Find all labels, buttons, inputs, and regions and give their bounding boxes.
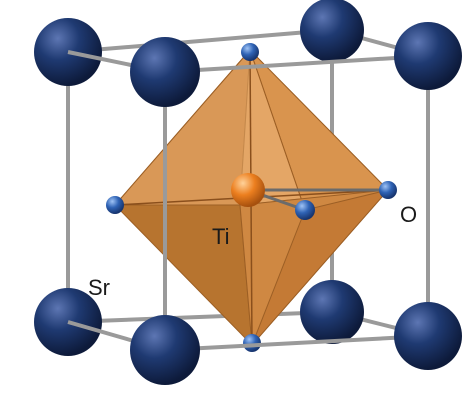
o-label: O [400, 202, 417, 227]
sr-atom [300, 0, 364, 62]
sr-atom [394, 22, 462, 90]
o-atom [106, 196, 124, 214]
sr-atom [300, 280, 364, 344]
sr-label: Sr [88, 275, 110, 300]
sr-atom [394, 302, 462, 370]
front-cell-edges [67, 50, 430, 352]
sr-atoms-front [130, 22, 462, 385]
sr-atom [130, 37, 200, 107]
o-atoms [106, 43, 397, 352]
o-atom [241, 43, 259, 61]
sr-atom [130, 315, 200, 385]
ti-label: Ti [212, 224, 230, 249]
o-atom [243, 334, 261, 352]
o-atom [295, 200, 315, 220]
o-atom [379, 181, 397, 199]
tio6-octahedron [113, 48, 390, 347]
ti-atom [231, 173, 265, 207]
